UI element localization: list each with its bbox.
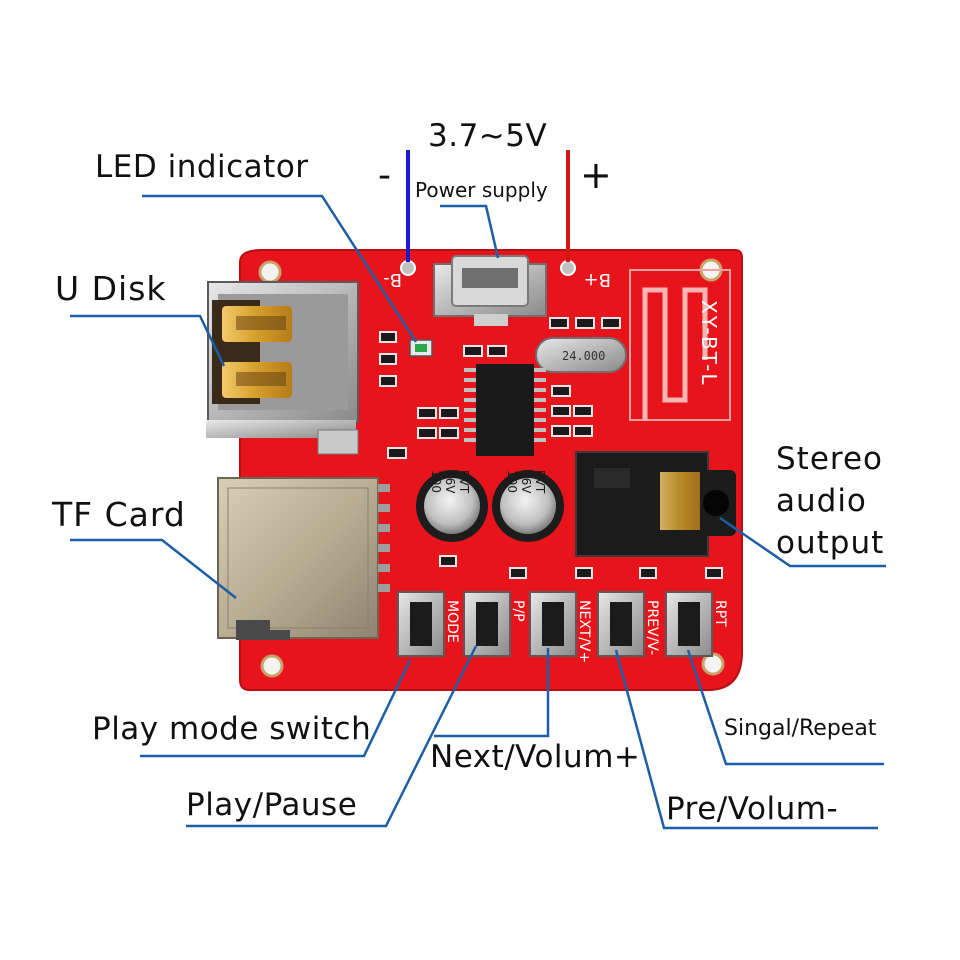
label-minus: - (378, 155, 391, 196)
silk-b-minus: B- (383, 269, 402, 290)
usb-a-port (206, 281, 359, 438)
capacitor-2: 100 16V RVT (492, 470, 564, 542)
pad-negative (400, 260, 416, 276)
callout-next (434, 648, 550, 738)
callout-prev (614, 649, 878, 830)
label-plus: + (580, 153, 612, 197)
pcb-board: B- B+ XY-BT-L 24.000 (206, 249, 743, 691)
callout-lines (70, 194, 886, 830)
label-tf-card: TF Card (52, 495, 186, 534)
label-stereo-line1: Stereo (776, 441, 884, 477)
silk-btn-prev: PREV/V- (644, 600, 660, 655)
label-play-mode-switch: Play mode switch (92, 711, 372, 747)
label-voltage: 3.7~5V (428, 118, 548, 154)
silk-cap2-value: 100 (505, 470, 519, 493)
button-mode (397, 591, 445, 657)
silk-cap2-brand: RVT (533, 470, 547, 494)
label-next-volume: Next/Volum+ (430, 739, 641, 775)
silk-btn-mode: MODE (444, 600, 460, 643)
silk-model: XY-BT-L (697, 300, 721, 387)
button-prev (597, 591, 645, 657)
silk-b-plus: B+ (584, 269, 611, 290)
label-pre-volume: Pre/Volum- (666, 791, 839, 827)
silk-btn-next: NEXT/V+ (576, 600, 592, 663)
label-single-repeat: Singal/Repeat (724, 716, 877, 741)
pad-positive (560, 260, 576, 276)
label-play-pause: Play/Pause (186, 787, 358, 823)
capacitor-1: 100 16V RVT (416, 470, 488, 542)
micro-usb-port (433, 255, 547, 326)
mounting-hole (260, 654, 284, 678)
label-stereo-line3: output (776, 525, 885, 561)
silk-cap1-brand: RVT (457, 470, 471, 494)
silk-cap1-value: 100 (429, 470, 443, 493)
tf-card-slot (217, 477, 390, 640)
callout-power (440, 204, 500, 259)
smd-components (379, 317, 723, 579)
label-power-supply: Power supply (415, 178, 548, 202)
main-chip (464, 364, 546, 456)
callout-stereo (719, 516, 886, 568)
callout-tf-card (70, 538, 237, 599)
bluetooth-antenna (629, 269, 731, 421)
label-stereo: Stereo audio output (776, 438, 884, 564)
silk-btn-pp: P/P (510, 600, 526, 622)
button-repeat (665, 591, 713, 657)
silk-cap1-voltage: 16V (443, 470, 457, 494)
label-u-disk: U Disk (55, 269, 167, 308)
callout-led (142, 194, 418, 343)
callout-repeat (686, 649, 884, 766)
silk-crystal: 24.000 (562, 349, 605, 363)
label-stereo-line2: audio (776, 483, 867, 519)
audio-jack (575, 451, 736, 557)
callout-u-disk (70, 314, 226, 367)
callout-play-pause (186, 645, 478, 828)
silk-btn-rpt: RPT (712, 600, 728, 627)
label-led-indicator: LED indicator (95, 149, 309, 185)
mounting-hole (258, 260, 282, 284)
button-play-pause (463, 591, 511, 657)
callout-mode (140, 659, 412, 758)
silk-cap2-voltage: 16V (519, 470, 533, 494)
crystal-oscillator: 24.000 (535, 337, 627, 373)
button-next (529, 591, 577, 657)
led (409, 339, 433, 357)
